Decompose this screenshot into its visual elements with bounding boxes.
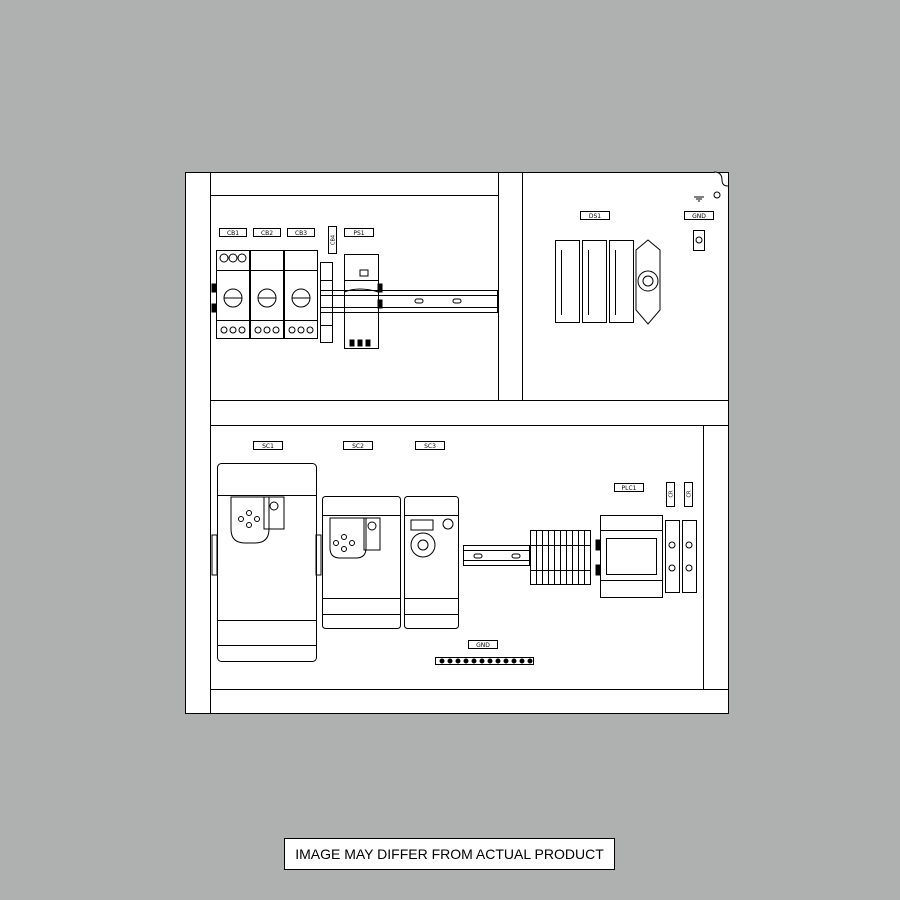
tag-cb4: CB4 — [328, 226, 337, 254]
tag-gnd-top-text: GND — [692, 213, 706, 220]
tag-plc1: PLC1 — [614, 483, 644, 492]
tag-ps1-text: PS1 — [353, 230, 364, 237]
tag-cb1-text: CB1 — [227, 230, 239, 237]
tag-gnd-top: GND — [684, 211, 714, 220]
speed-controller-sc1 — [211, 463, 322, 662]
tag-gnd-bottom: GND — [468, 640, 498, 649]
tag-sc3: SC3 — [415, 441, 445, 450]
tag-cr2-text: CR — [687, 490, 693, 497]
ground-bus-bar — [435, 657, 534, 665]
circuit-breaker-cb4 — [320, 262, 333, 343]
tag-gnd-bottom-text: GND — [476, 642, 490, 649]
tag-sc2: SC2 — [343, 441, 373, 450]
tag-cb2-text: CB2 — [261, 230, 273, 237]
disclaimer-text: IMAGE MAY DIFFER FROM ACTUAL PRODUCT — [295, 846, 604, 862]
tag-ds1: DS1 — [580, 211, 610, 220]
tag-cb3-text: CB3 — [295, 230, 307, 237]
din-rail-lower — [463, 545, 530, 566]
circuit-breaker-cb2 — [250, 250, 284, 339]
disclaimer-box: IMAGE MAY DIFFER FROM ACTUAL PRODUCT — [284, 838, 615, 870]
tag-sc1-text: SC1 — [262, 443, 274, 450]
tag-plc1-text: PLC1 — [622, 485, 637, 492]
tag-sc3-text: SC3 — [424, 443, 436, 450]
speed-controller-sc3 — [404, 496, 459, 629]
tag-cr1: CR — [666, 482, 675, 507]
tag-cr1-text: CR — [669, 490, 675, 497]
power-supply-ps1 — [344, 254, 383, 349]
circuit-breaker-cb1 — [211, 250, 250, 339]
plc-plc1 — [595, 515, 663, 598]
tag-ds1-text: DS1 — [589, 213, 601, 220]
tag-cb3: CB3 — [287, 228, 315, 237]
tag-cr2: CR — [684, 482, 693, 507]
tag-cb1: CB1 — [219, 228, 247, 237]
circuit-breaker-cb3 — [284, 250, 318, 339]
speed-controller-sc2 — [322, 496, 401, 629]
control-relays — [665, 520, 697, 593]
tag-cb2: CB2 — [253, 228, 281, 237]
terminal-blocks — [530, 530, 591, 585]
tag-cb4-text: CB4 — [331, 235, 337, 245]
tag-sc1: SC1 — [253, 441, 283, 450]
ground-terminal-top — [693, 196, 705, 251]
tag-sc2-text: SC2 — [352, 443, 364, 450]
disconnect-switch-ds1 — [555, 239, 661, 325]
tag-ps1: PS1 — [344, 228, 374, 237]
